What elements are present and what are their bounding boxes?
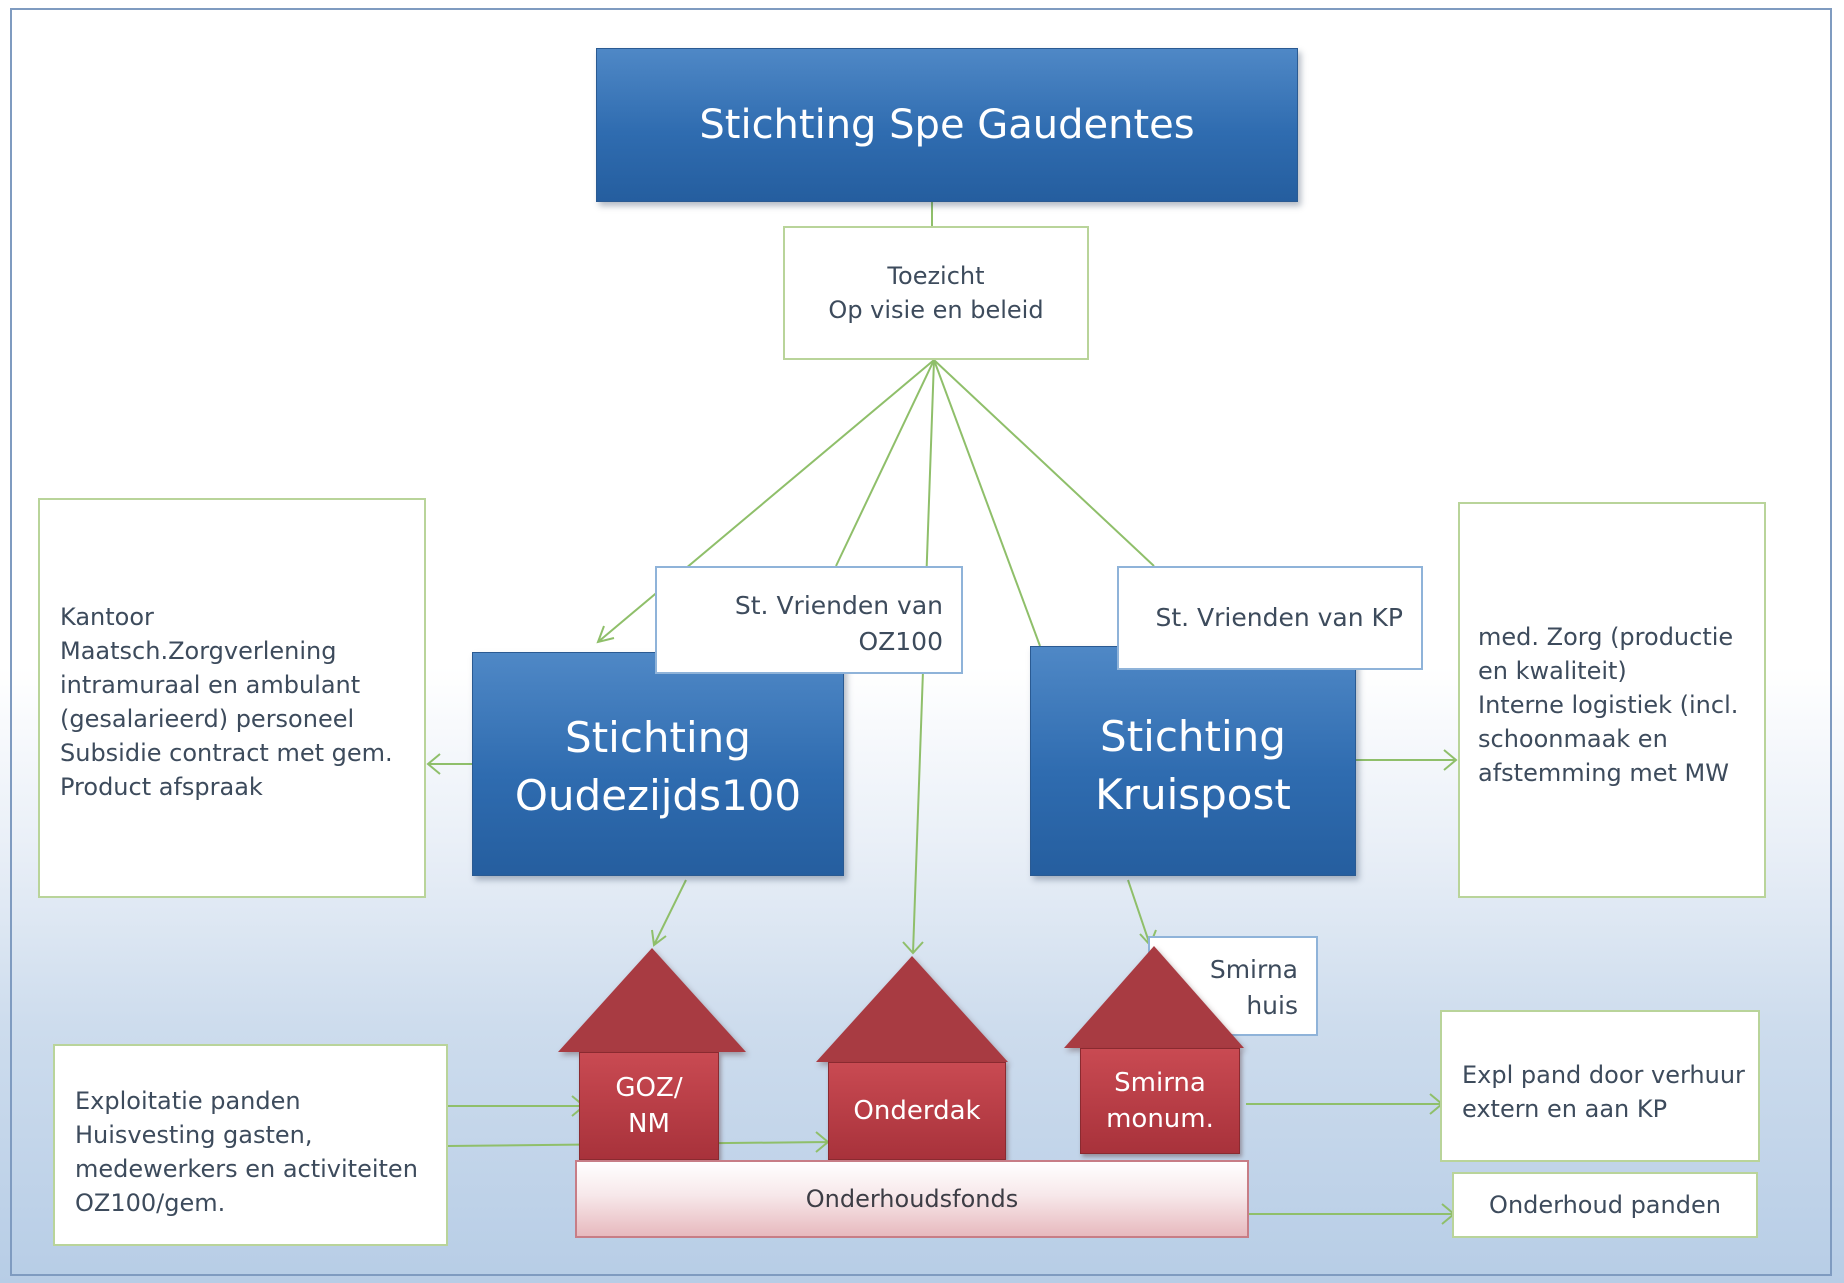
connector-kruispost-to-right-info — [1356, 749, 1458, 771]
onderdak-house: Onderdak — [828, 1062, 1006, 1160]
goz-house: GOZ/ NM — [579, 1052, 719, 1160]
connector-oz100-to-goz — [651, 879, 687, 947]
spe-gaudentes-box: Stichting Spe Gaudentes — [596, 48, 1298, 202]
goz-roof — [558, 948, 746, 1052]
kruispost-box: Stichting Kruispost — [1030, 646, 1356, 876]
connector-toezicht-to-oz100 — [596, 359, 935, 644]
connector-toezicht-to-vrienden-oz100 — [835, 359, 935, 567]
vrienden-kp-box: St. Vrienden van KP — [1117, 566, 1423, 670]
connector-fund-to-onderhoud — [1246, 1203, 1456, 1225]
onderdak-roof — [816, 956, 1008, 1062]
oudezijds100-box: Stichting Oudezijds100 — [472, 652, 844, 876]
connector-smirna-to-expl-pand — [1246, 1093, 1444, 1115]
smirna-house: Smirna monum. — [1080, 1048, 1240, 1154]
smirna-roof — [1064, 946, 1244, 1048]
onderhoud-panden-box: Onderhoud panden — [1452, 1172, 1758, 1238]
onderhoudsfonds-bar: Onderhoudsfonds — [575, 1160, 1249, 1238]
connector-toezicht-to-vrienden-kp — [933, 359, 1155, 567]
toezicht-box: Toezicht Op visie en beleid — [783, 226, 1089, 360]
left-info-box: Kantoor Maatsch.Zorgverlening intramuraa… — [38, 498, 426, 898]
connector-toezicht-to-kruispost — [933, 359, 1041, 647]
vrienden-oz100-box: St. Vrienden van OZ100 — [655, 566, 963, 674]
exploitatie-box: Exploitatie panden Huisvesting gasten, m… — [53, 1044, 448, 1246]
right-info-box: med. Zorg (productie en kwaliteit) Inter… — [1458, 502, 1766, 898]
connector-exploitatie-to-goz — [448, 1095, 586, 1117]
connector-oz100-to-left-info — [426, 753, 472, 775]
expl-pand-box: Expl pand door verhuur extern en aan KP — [1440, 1010, 1760, 1162]
diagram-frame — [10, 8, 1832, 1276]
